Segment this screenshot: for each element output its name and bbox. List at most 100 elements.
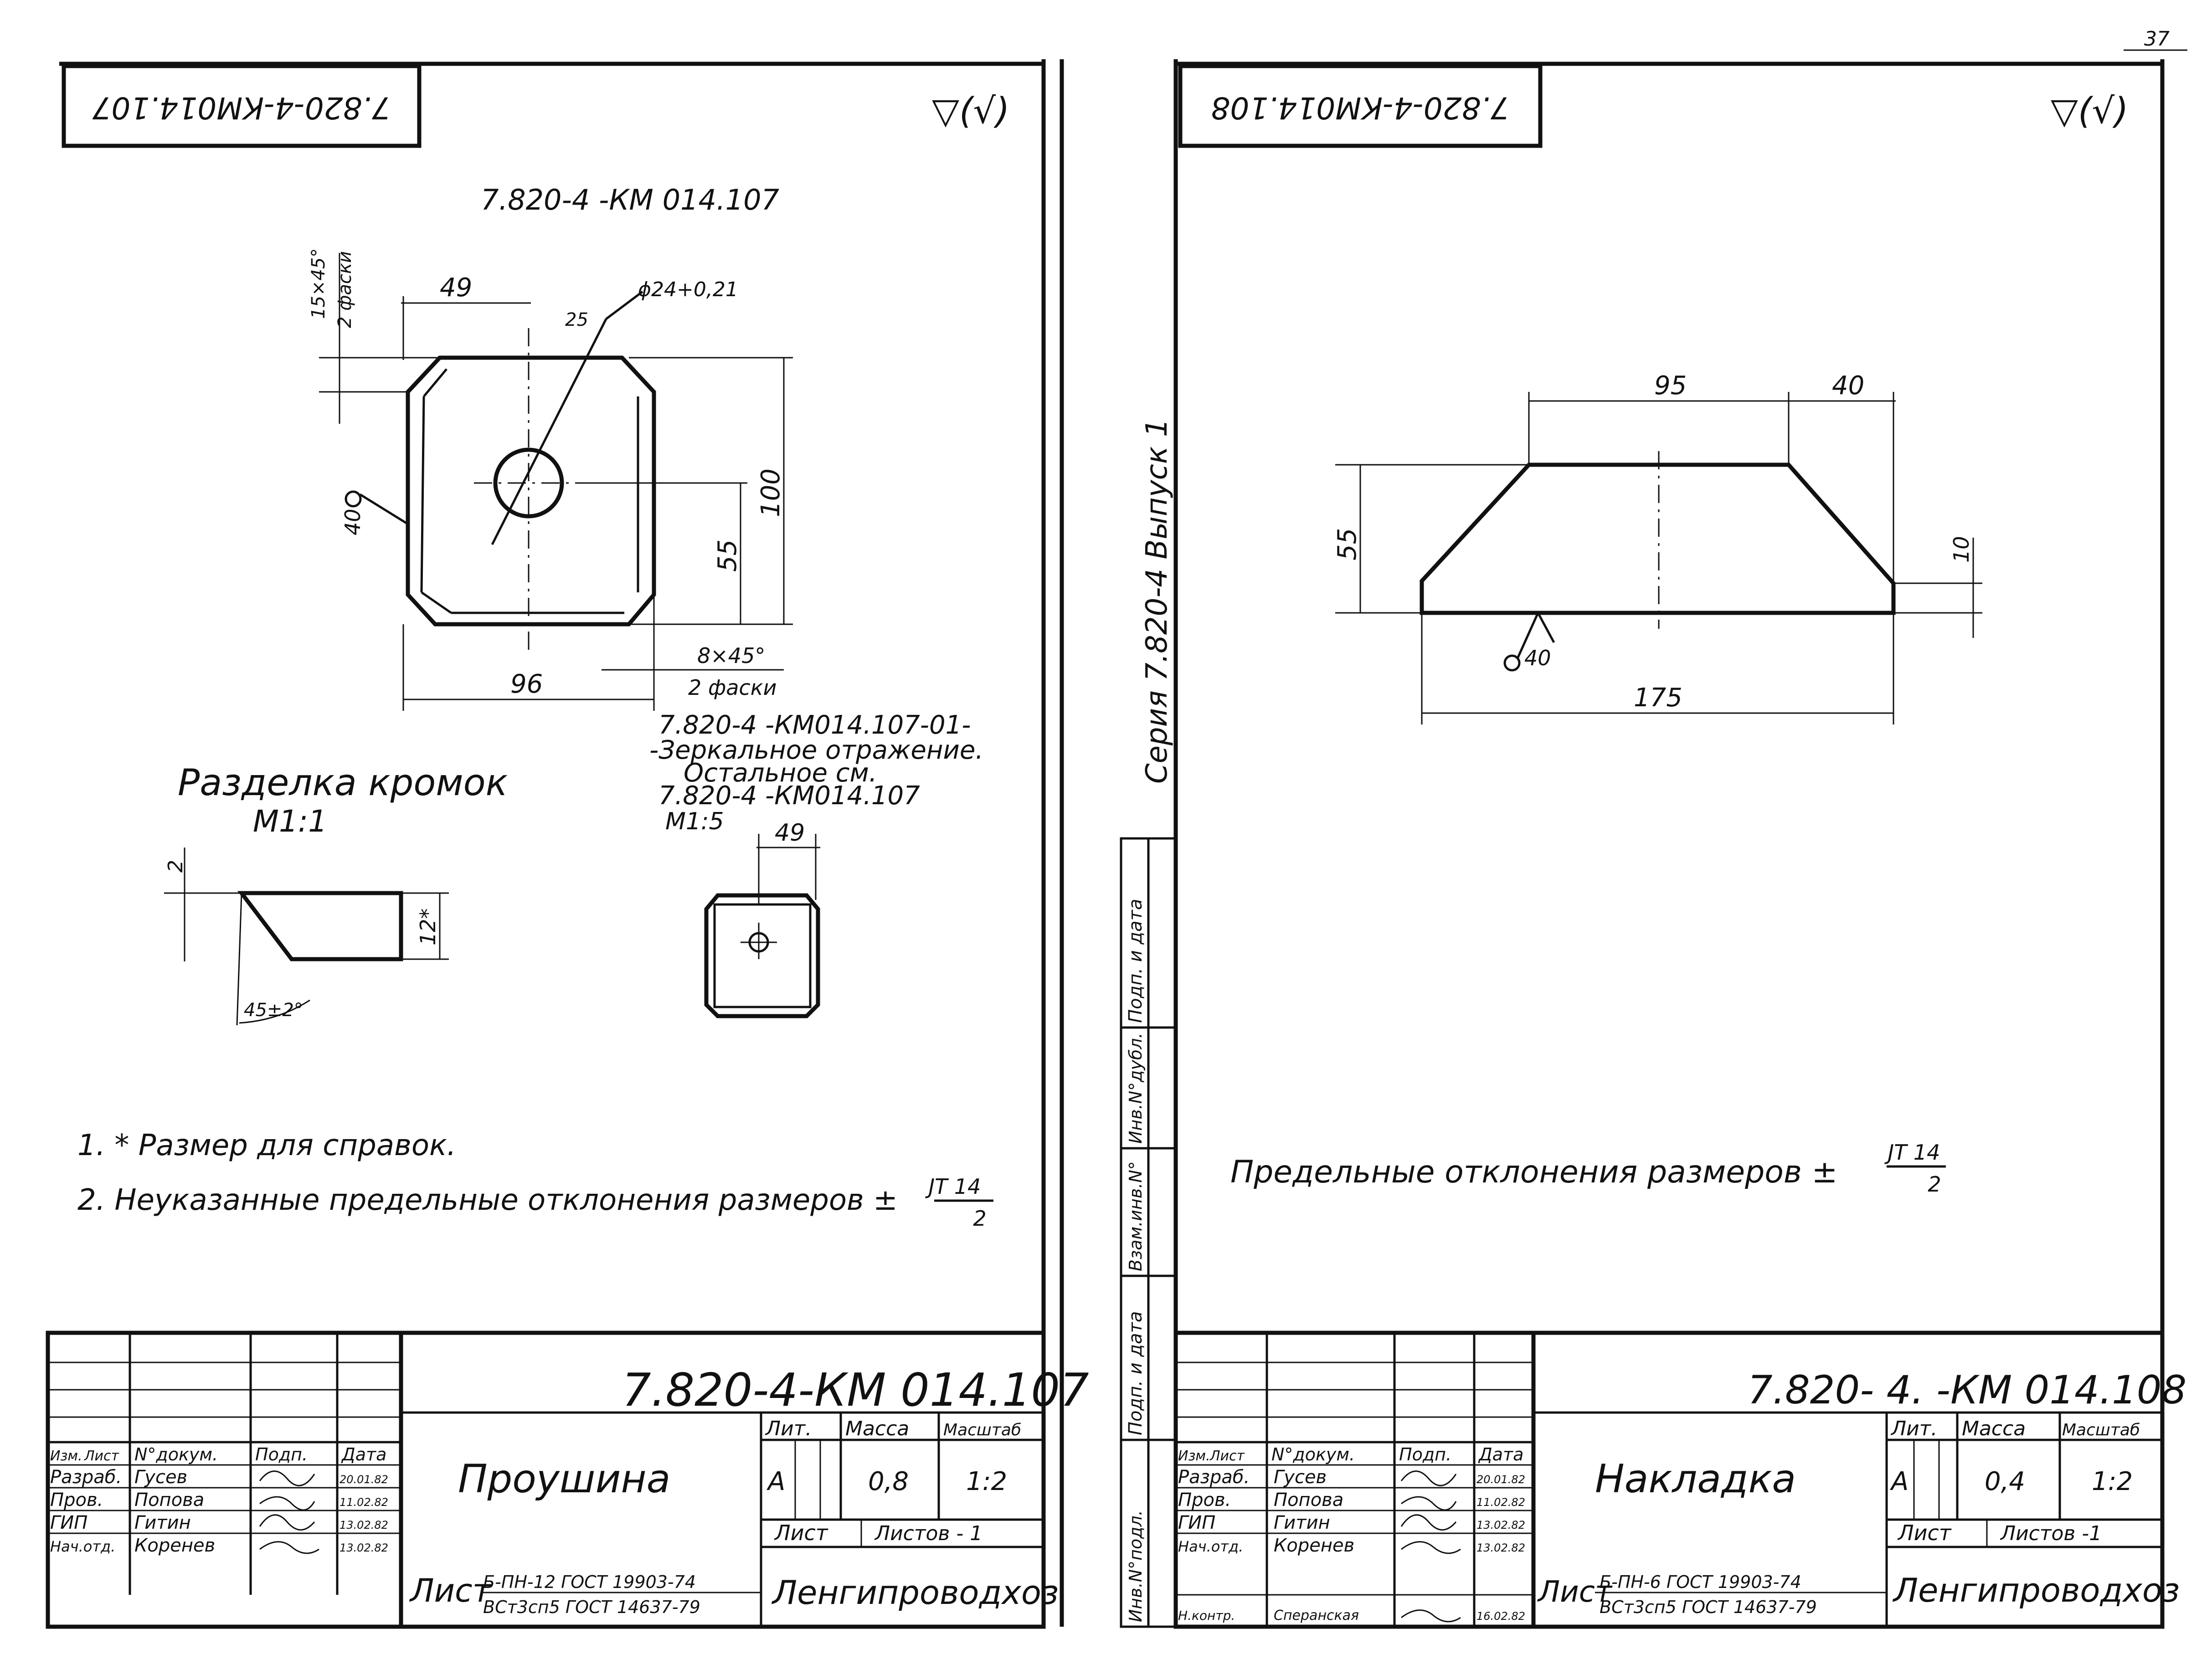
- svg-text:15×45°: 15×45°: [308, 248, 329, 319]
- series-label: Серия 7.820-4 Выпуск 1: [1140, 418, 1174, 784]
- left-view-title: 7.820-4 -КМ 014.107: [481, 183, 779, 216]
- svg-text:Коренев: Коренев: [134, 1535, 215, 1556]
- svg-text:Инв.N°дубл.: Инв.N°дубл.: [1126, 1033, 1146, 1144]
- proushina-dimensions: 49 ϕ24+0,21 25 15×45° 2 фаски 40 100 55 …: [308, 248, 793, 711]
- svg-text:Дата: Дата: [341, 1444, 386, 1464]
- svg-text:Н.контр.: Н.контр.: [1178, 1608, 1235, 1623]
- left-stamp-code: 7.820-4-КМ014.107: [92, 90, 391, 125]
- svg-text:13.02.82: 13.02.82: [340, 1519, 388, 1531]
- svg-text:Ленгипроводхоз: Ленгипроводхоз: [1892, 1571, 2180, 1609]
- svg-text:25: 25: [565, 309, 588, 330]
- svg-text:Лист: Лист: [774, 1521, 828, 1545]
- svg-text:М1:5: М1:5: [665, 808, 724, 835]
- svg-text:ϕ24+0,21: ϕ24+0,21: [638, 278, 738, 301]
- svg-text:Лит.: Лит.: [1890, 1417, 1937, 1440]
- svg-text:ГИП: ГИП: [50, 1512, 87, 1533]
- svg-text:2. Неуказанные предельные откл: 2. Неуказанные предельные отклонения раз…: [77, 1183, 898, 1217]
- svg-text:Б-ПН-12 ГОСТ 19903-74: Б-ПН-12 ГОСТ 19903-74: [483, 1572, 696, 1592]
- right-notes: Предельные отклонения размеров ± JT 14 2: [1230, 1140, 1946, 1197]
- svg-text:Лист: Лист: [1209, 1448, 1245, 1464]
- right-title-block: 7.820- 4. -КМ 014.108 Накладка Лит. Масс…: [1173, 1331, 2186, 1629]
- nakladka-plate: [1420, 451, 1896, 629]
- svg-text:ГИП: ГИП: [1178, 1512, 1215, 1533]
- svg-text:Попова: Попова: [134, 1490, 204, 1511]
- svg-text:Инв.N°подл.: Инв.N°подл.: [1126, 1510, 1146, 1622]
- side-stamp: Подп. и дата Инв.N°дубл. Взам.инв.N° Под…: [1120, 837, 1177, 1628]
- svg-text:20.01.82: 20.01.82: [340, 1473, 388, 1486]
- svg-text:Остальное см.: Остальное см.: [684, 758, 877, 788]
- svg-text:0,8: 0,8: [868, 1467, 909, 1496]
- svg-text:Лист: Лист: [1897, 1521, 1952, 1545]
- svg-text:Масштаб: Масштаб: [943, 1421, 1021, 1439]
- svg-text:N°докум.: N°докум.: [1271, 1444, 1355, 1464]
- left-title-block: 7.820-4-КМ 014.107 Проушина Лит. Масса М…: [46, 1331, 1089, 1629]
- svg-text:11.02.82: 11.02.82: [340, 1496, 388, 1509]
- nakladka-dimensions: 95 40 55 10 40 175: [1332, 371, 1982, 724]
- svg-text:Нач.отд.: Нач.отд.: [1178, 1538, 1243, 1555]
- svg-text:ВСт3сп5 ГОСТ 14637-79: ВСт3сп5 ГОСТ 14637-79: [483, 1597, 700, 1617]
- svg-text:Лит.: Лит.: [765, 1417, 812, 1440]
- svg-text:Лист: Лист: [84, 1448, 120, 1464]
- svg-text:49: 49: [775, 819, 805, 847]
- svg-text:Пров.: Пров.: [50, 1490, 103, 1511]
- svg-text:100: 100: [756, 468, 786, 517]
- svg-text:Нач.отд.: Нач.отд.: [50, 1538, 115, 1555]
- svg-text:2: 2: [973, 1206, 986, 1231]
- left-notes: 1. * Размер для справок. 2. Неуказанные …: [77, 1129, 993, 1231]
- svg-text:Разраб.: Разраб.: [1178, 1467, 1250, 1488]
- svg-text:Лист: Лист: [409, 1572, 492, 1609]
- svg-text:JT 14: JT 14: [1884, 1140, 1940, 1165]
- svg-text:10: 10: [1949, 536, 1974, 563]
- svg-text:2: 2: [1928, 1172, 1941, 1197]
- svg-text:ВСт3сп5 ГОСТ 14637-79: ВСт3сп5 ГОСТ 14637-79: [1600, 1597, 1817, 1617]
- right-doc-code: 7.820- 4. -КМ 014.108: [1748, 1367, 2186, 1413]
- svg-text:Предельные отклонения размеров: Предельные отклонения размеров ±: [1230, 1154, 1838, 1190]
- svg-text:20.01.82: 20.01.82: [1476, 1473, 1525, 1486]
- svg-text:2 фаски: 2 фаски: [688, 675, 777, 700]
- svg-text:Ленгипроводхоз: Ленгипроводхоз: [771, 1573, 1059, 1612]
- svg-text:Гитин: Гитин: [134, 1512, 191, 1533]
- svg-text:40: 40: [1524, 646, 1551, 670]
- svg-text:1. * Размер для справок.: 1. * Размер для справок.: [77, 1129, 456, 1162]
- svg-text:Изм.: Изм.: [1178, 1448, 1210, 1464]
- svg-text:Дата: Дата: [1478, 1444, 1523, 1464]
- svg-text:Гусев: Гусев: [1274, 1467, 1327, 1488]
- svg-text:Гусев: Гусев: [134, 1467, 187, 1488]
- svg-text:Сперанская: Сперанская: [1274, 1608, 1359, 1624]
- svg-text:Масса: Масса: [1962, 1417, 2026, 1440]
- small-view: М1:5 49: [665, 808, 820, 1018]
- page-number: 37: [2144, 27, 2170, 51]
- svg-text:Масштаб: Масштаб: [2062, 1421, 2140, 1439]
- svg-text:1:2: 1:2: [2092, 1467, 2133, 1496]
- svg-text:13.02.82: 13.02.82: [1476, 1519, 1525, 1531]
- svg-text:Листов - 1: Листов - 1: [874, 1522, 983, 1545]
- svg-text:Попова: Попова: [1274, 1490, 1343, 1511]
- right-stamp-box: 7.820-4-КМ014.108: [1178, 64, 1543, 148]
- svg-text:12*: 12*: [416, 908, 440, 945]
- svg-text:Подп.: Подп.: [255, 1444, 308, 1464]
- svg-text:7.820-4 -КМ014.107-01-: 7.820-4 -КМ014.107-01-: [658, 710, 971, 740]
- hole-circle: [493, 447, 564, 519]
- svg-text:2: 2: [164, 860, 187, 873]
- proushina-plate: [406, 291, 656, 656]
- svg-text:55: 55: [713, 539, 742, 572]
- svg-text:49: 49: [440, 273, 472, 303]
- svg-text:95: 95: [1654, 371, 1687, 401]
- svg-text:0,4: 0,4: [1985, 1467, 2025, 1496]
- svg-text:13.02.82: 13.02.82: [340, 1541, 388, 1554]
- svg-text:А: А: [1890, 1467, 1908, 1496]
- svg-text:8×45°: 8×45°: [697, 643, 765, 668]
- svg-text:1:2: 1:2: [966, 1467, 1007, 1496]
- svg-text:Подп.: Подп.: [1399, 1444, 1451, 1464]
- left-doc-code: 7.820-4-КМ 014.107: [622, 1363, 1089, 1417]
- svg-text:2 фаски: 2 фаски: [334, 251, 355, 328]
- svg-text:175: 175: [1634, 683, 1682, 713]
- svg-text:Коренев: Коренев: [1274, 1535, 1354, 1556]
- svg-text:М1:1: М1:1: [253, 804, 327, 839]
- svg-text:А: А: [766, 1467, 785, 1496]
- svg-text:Б-ПН-6 ГОСТ 19903-74: Б-ПН-6 ГОСТ 19903-74: [1600, 1572, 1801, 1592]
- svg-text:N°докум.: N°докум.: [134, 1444, 218, 1464]
- svg-text:Разраб.: Разраб.: [50, 1467, 122, 1488]
- svg-text:Разделка кромок: Разделка кромок: [178, 761, 508, 804]
